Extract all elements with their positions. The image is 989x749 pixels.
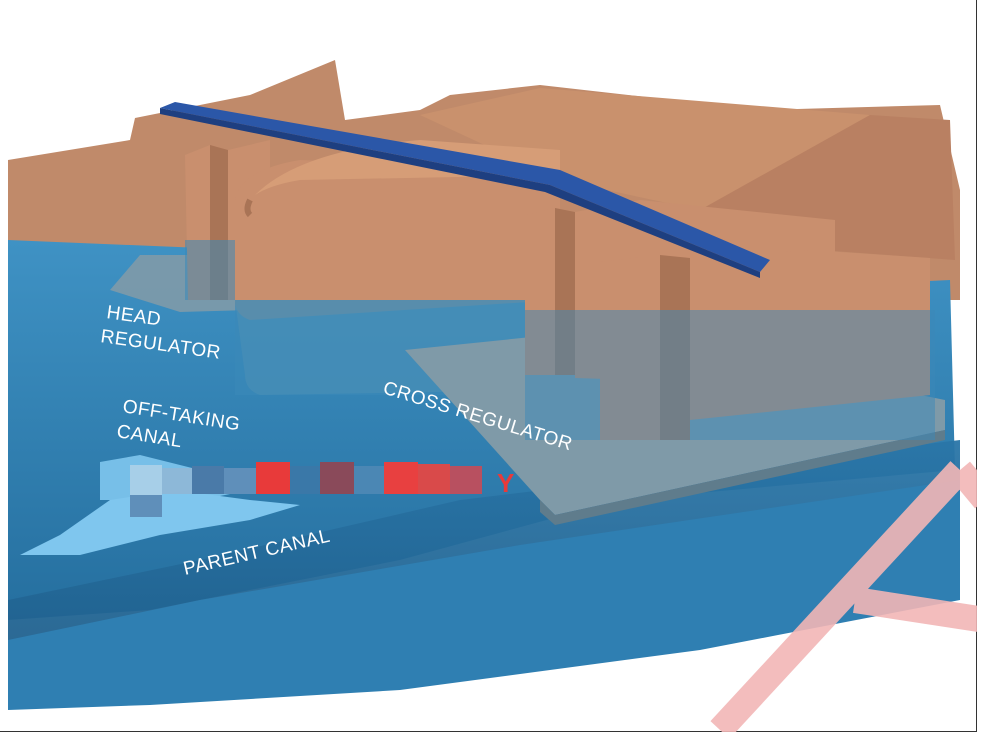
parent-canal-arrow bbox=[20, 490, 300, 555]
divide-wall bbox=[235, 140, 565, 395]
image-frame bbox=[0, 0, 977, 732]
overlay-letter: Y bbox=[497, 468, 514, 498]
right-embankment-top bbox=[420, 88, 870, 210]
cross-regulator-slab-edge bbox=[540, 430, 945, 525]
canal-regulator-diagram: HEAD REGULATOR OFF-TAKING CANAL CROSS RE… bbox=[8, 60, 977, 732]
pixelated-overlay: Y bbox=[130, 462, 514, 517]
bridge-deck bbox=[160, 102, 770, 272]
bridge-deck-side bbox=[160, 108, 760, 278]
foreground-ground bbox=[8, 480, 960, 710]
watermark-mark bbox=[710, 461, 977, 732]
